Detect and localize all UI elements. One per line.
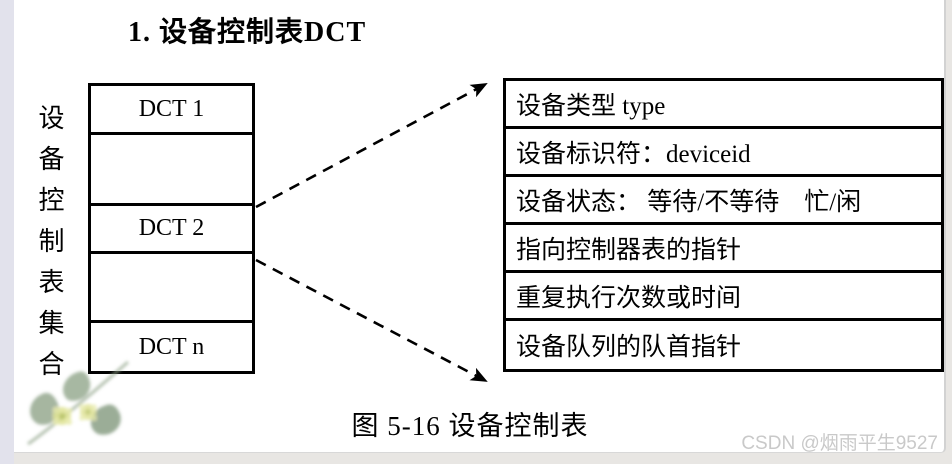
table-row: [91, 254, 252, 323]
dct-collection-table: DCT 1 DCT 2 DCT n: [88, 83, 255, 374]
dct-collection-label: 设备控制表集合: [35, 104, 64, 391]
watermark-text: CSDN @烟雨平生9527: [741, 433, 938, 454]
table-row: 设备状态： 等待/不等待 忙/闲: [506, 177, 941, 225]
page-edge-strip: [0, 0, 14, 464]
table-row: 设备标识符：deviceid: [506, 129, 941, 177]
table-row: DCT n: [138, 333, 205, 360]
table-row: 设备类型 type: [506, 81, 941, 129]
table-row: [91, 135, 252, 206]
table-row: 设备队列的队首指针: [516, 334, 742, 361]
dct-fields-table: 设备类型 type 设备标识符：deviceid 设备状态： 等待/不等待 忙/…: [503, 78, 944, 372]
table-row: DCT 1: [91, 86, 252, 135]
table-row: DCT 2: [91, 206, 252, 254]
figure-caption: 图 5-16 设备控制表: [351, 411, 589, 441]
slide-title: 1. 设备控制表DCT: [128, 17, 367, 48]
table-row: 指向控制器表的指针: [506, 225, 941, 273]
table-row: 重复执行次数或时间: [506, 273, 941, 321]
